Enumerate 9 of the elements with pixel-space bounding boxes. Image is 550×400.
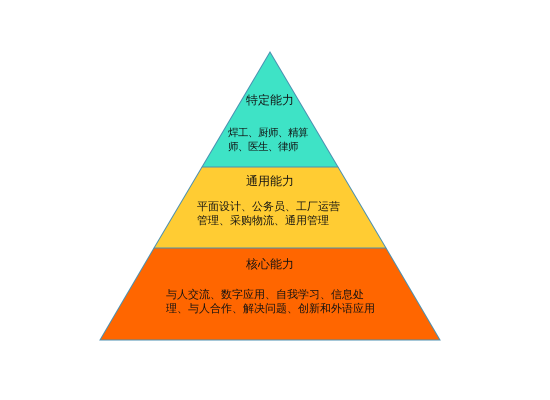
tier-description: 焊工、厨师、精算师、医生、律师 bbox=[228, 126, 309, 154]
tier-description: 与人交流、数字应用、自我学习、信息处理、与人合作、解决问题、创新和外语应用 bbox=[166, 288, 376, 316]
pyramid-tier bbox=[154, 167, 386, 248]
tier-heading: 通用能力 bbox=[246, 174, 294, 188]
pyramid-tier bbox=[100, 248, 440, 340]
tier-heading: 核心能力 bbox=[246, 257, 294, 271]
pyramid-tier bbox=[202, 52, 338, 167]
tier-heading: 特定能力 bbox=[246, 93, 294, 107]
tier-description: 平面设计、公务员、工厂运营管理、采购物流、通用管理 bbox=[197, 200, 341, 228]
